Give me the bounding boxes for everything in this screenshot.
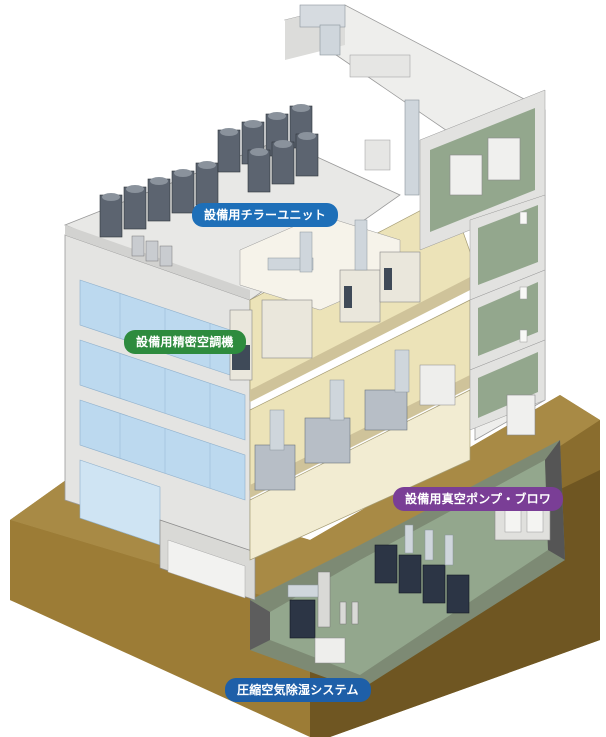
left-facade [64, 234, 256, 601]
vacuum-pump-label: 設備用真空ポンプ・ブロワ [393, 487, 564, 511]
right-tower [284, 4, 546, 441]
chiller-units [99, 104, 319, 267]
air-dryer-units [287, 571, 359, 664]
chiller-label: 設備用チラーユニット [192, 203, 339, 227]
air-handling-units [254, 349, 456, 491]
air-dryer-label: 圧縮空気除湿システム [225, 678, 371, 702]
vacuum-pump-units [374, 524, 470, 614]
precision-ac-label: 設備用精密空調機 [124, 330, 246, 354]
